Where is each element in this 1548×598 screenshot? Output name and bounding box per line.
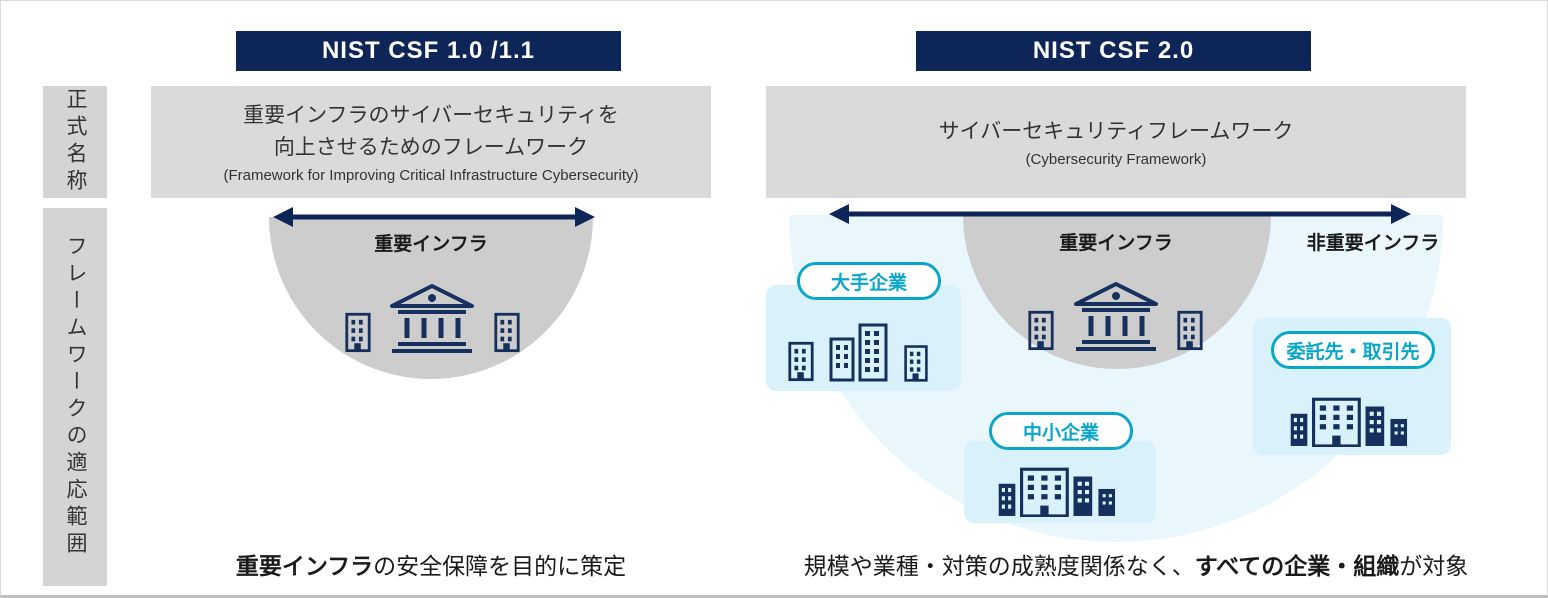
- company-cluster-icon: [1290, 397, 1408, 447]
- csf1-name-line1: 重要インフラのサイバーセキュリティを: [243, 104, 619, 127]
- csf1-arrow-label: 重要インフラ: [374, 234, 488, 255]
- sme-group-box: [964, 441, 1156, 523]
- building-icon: [345, 312, 371, 353]
- row-label-official-name-text: 正式名称: [64, 88, 87, 196]
- badge-large-company: 大手企業: [797, 262, 941, 300]
- csf1-name-line2: 向上させるためのフレームワーク: [273, 135, 589, 159]
- csf2-name-en: (Cybersecurity Framework): [1025, 151, 1207, 169]
- office-towers-icon: [829, 323, 888, 382]
- csf2-arrow-label-noncritical: 非重要インフラ: [1306, 233, 1440, 254]
- csf2-official-name-box: サイバーセキュリティフレームワーク (Cybersecurity Framewo…: [766, 86, 1466, 198]
- badge-partners: 委託先・取引先: [1271, 331, 1435, 369]
- building-icon: [1028, 310, 1054, 351]
- csf1-summary-rest: の安全保障を目的に策定: [373, 553, 627, 579]
- csf2-header-banner: NIST CSF 2.0: [916, 31, 1311, 71]
- badge-sme: 中小企業: [989, 412, 1133, 450]
- csf1-name-en: (Framework for Improving Critical Infras…: [223, 167, 639, 184]
- building-icon: [904, 345, 928, 382]
- csf1-summary: 重要インフラの安全保障を目的に策定: [131, 547, 731, 581]
- csf1-header-banner: NIST CSF 1.0 /1.1: [236, 31, 621, 71]
- csf2-arrow-label-critical: 重要インフラ: [1059, 233, 1173, 254]
- row-label-official-name: 正式名称: [43, 86, 107, 198]
- bank-icon: [390, 284, 474, 353]
- csf1-official-name-box: 重要インフラのサイバーセキュリティを 向上させるためのフレームワーク (Fram…: [151, 86, 711, 198]
- row-label-scope: フレームワークの適応範囲: [43, 208, 107, 586]
- row-label-scope-text: フレームワークの適応範囲: [64, 235, 87, 559]
- company-cluster-icon: [998, 467, 1116, 517]
- csf2-summary-bold: すべての企業・組織: [1194, 553, 1400, 579]
- building-icon: [788, 341, 814, 382]
- building-icon: [494, 312, 520, 353]
- csf2-summary-pre: 規模や業種・対策の成熟度関係なく、: [803, 553, 1195, 579]
- csf1-summary-bold: 重要インフラ: [235, 553, 374, 579]
- csf2-summary: 規模や業種・対策の成熟度関係なく、すべての企業・組織が対象: [756, 547, 1516, 581]
- bank-icon: [1074, 282, 1158, 351]
- building-icon: [1177, 310, 1203, 351]
- csf2-name-line1: サイバーセキュリティフレームワーク: [938, 119, 1294, 143]
- csf2-summary-post: が対象: [1399, 553, 1469, 579]
